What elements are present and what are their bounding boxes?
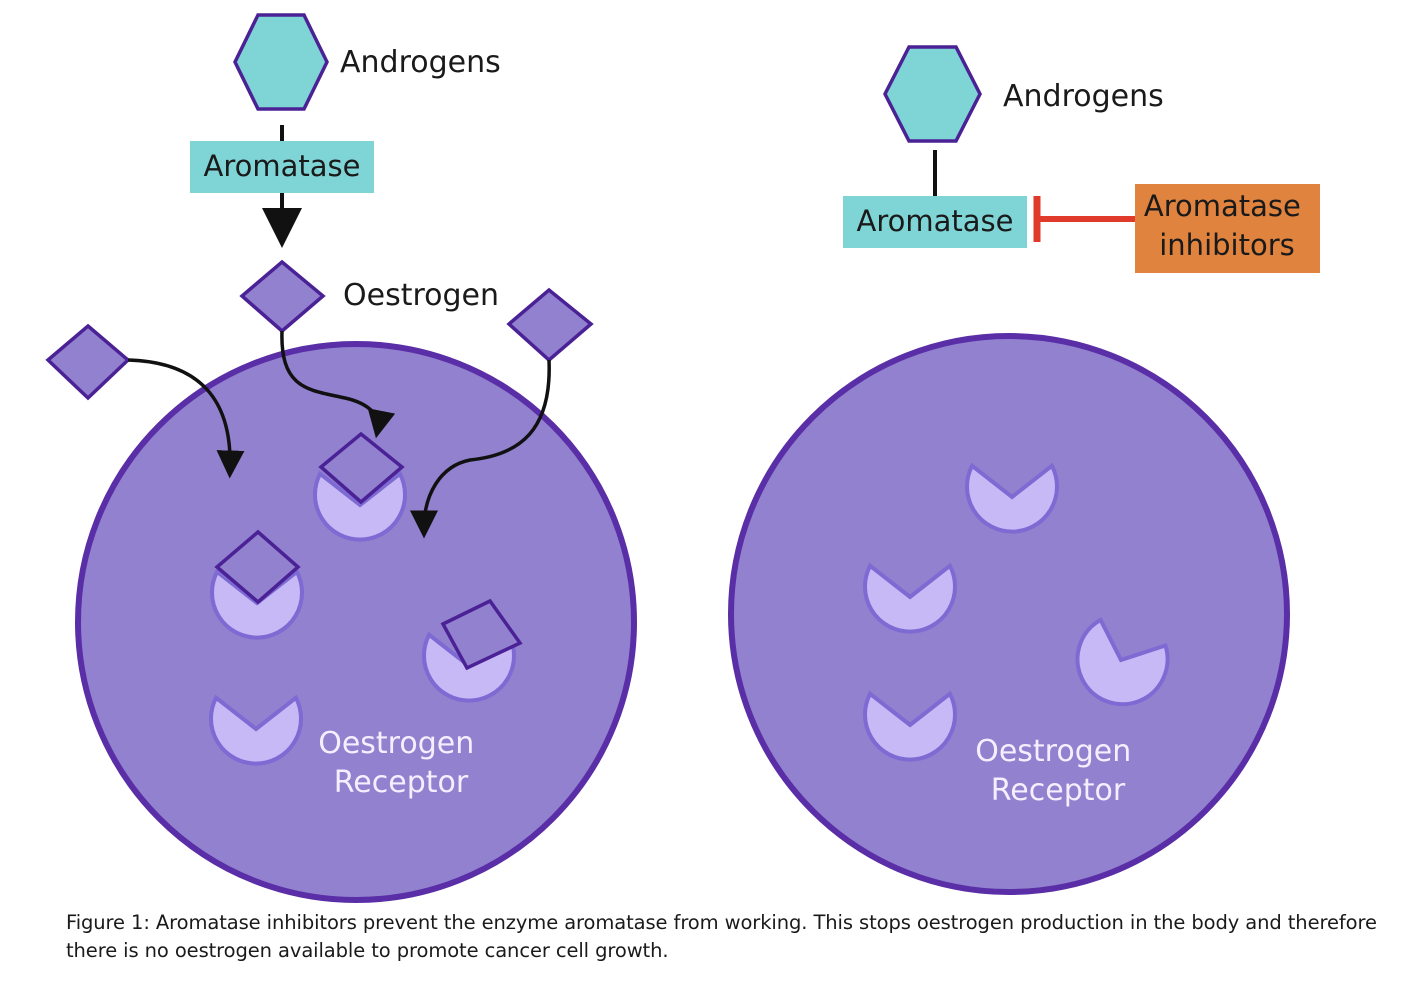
inhibitor-box: [1135, 184, 1320, 273]
androgen-hexagon: [883, 45, 982, 143]
oestrogen-molecule: [506, 287, 594, 363]
aromatase-box: [190, 141, 374, 193]
oestrogen-label: Oestrogen: [343, 278, 499, 313]
aromatase-box: [843, 196, 1027, 248]
right-panel: Androgens Aromatase Aromatase inhibitors…: [728, 45, 1320, 895]
receptor: [863, 690, 957, 762]
oestrogen-molecule: [239, 259, 326, 334]
androgens-label: Androgens: [1003, 79, 1164, 114]
receptor-label: Oestrogen Receptor: [318, 726, 484, 800]
oestrogen-molecule: [440, 598, 523, 671]
left-cell: [75, 341, 637, 903]
receptor: [313, 470, 407, 542]
oestrogen-molecule: [318, 431, 405, 505]
receptor: [965, 462, 1059, 534]
inhibitor-label-line2: inhibitors: [1159, 228, 1294, 262]
left-panel: Androgens Aromatase Oestrogen Oestrogen …: [45, 13, 637, 903]
receptor-label-line1: Oestrogen: [318, 726, 474, 761]
entry-arrow: [410, 359, 551, 539]
androgen-hexagon: [233, 13, 329, 111]
entry-arrow: [280, 330, 396, 439]
aromatase-label: Aromatase: [857, 204, 1014, 238]
oestrogen-molecule: [45, 323, 131, 401]
receptor: [863, 562, 957, 634]
receptor: [209, 694, 303, 766]
aromatase-label: Aromatase: [204, 149, 361, 183]
oestrogen-molecule: [214, 529, 301, 605]
figure-caption: Figure 1: Aromatase inhibitors prevent t…: [66, 911, 1377, 962]
entry-arrow: [127, 358, 245, 479]
inhibitor-label-line1: Aromatase: [1144, 189, 1301, 223]
receptor-label-line1: Oestrogen: [975, 734, 1131, 769]
receptor-label: Oestrogen Receptor: [975, 734, 1141, 808]
receptor-label-line2: Receptor: [991, 773, 1126, 808]
right-cell: [728, 333, 1290, 895]
receptor-label-line2: Receptor: [334, 765, 469, 800]
receptor: [1075, 617, 1170, 707]
receptor: [210, 568, 304, 640]
inhibitor-label: Aromatase inhibitors: [1144, 189, 1310, 262]
androgens-label: Androgens: [340, 45, 501, 80]
